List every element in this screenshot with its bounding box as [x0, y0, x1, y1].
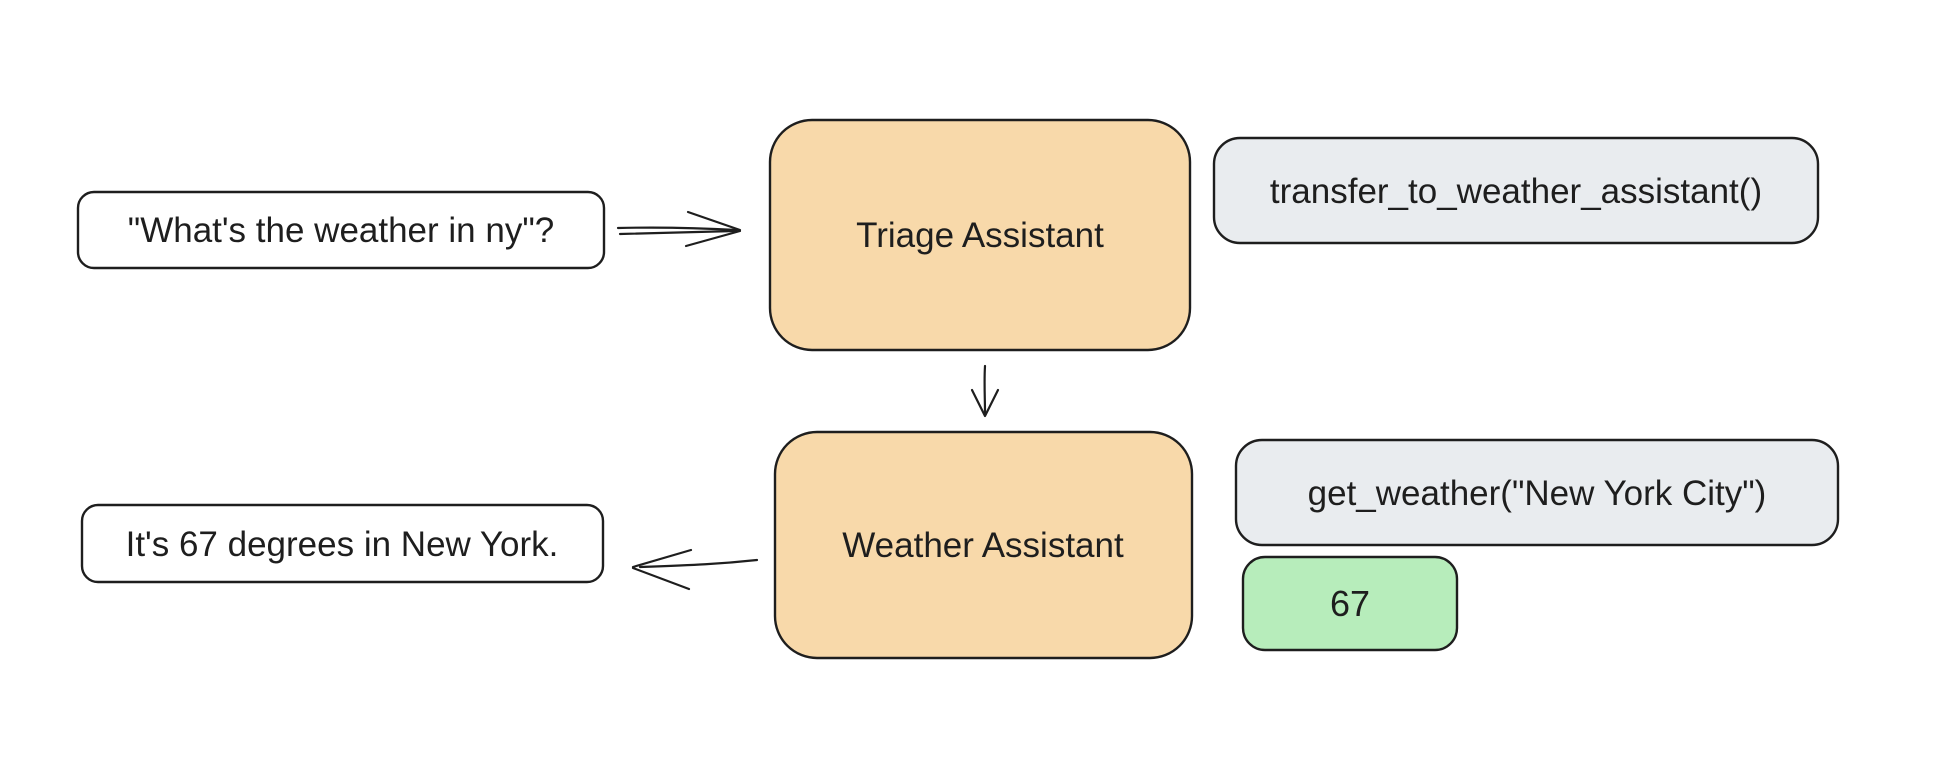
- arrow-user-query-to-triage: [616, 210, 742, 248]
- node-weather-assistant: Weather Assistant: [773, 430, 1194, 660]
- node-tool-result: 67: [1241, 555, 1459, 652]
- tool-call-box: [1212, 136, 1820, 245]
- node-label: Triage Assistant: [856, 216, 1104, 255]
- node-label: It's 67 degrees in New York.: [126, 525, 559, 564]
- arrow-triage-to-weather: [970, 364, 1000, 418]
- node-final-reply: It's 67 degrees in New York.: [80, 503, 605, 584]
- node-label: Weather Assistant: [842, 526, 1124, 565]
- arrowhead-right-icon: [684, 210, 742, 248]
- arrow-shaft: [616, 226, 739, 232]
- assistant-box: [773, 430, 1194, 660]
- message-bubble: [76, 190, 606, 270]
- node-transfer-call: transfer_to_weather_assistant(): [1212, 136, 1820, 245]
- tool-call-box: [1234, 438, 1840, 547]
- node-get-weather-call: get_weather("New York City"): [1234, 438, 1840, 547]
- result-box: [1241, 555, 1459, 652]
- node-label: get_weather("New York City"): [1308, 474, 1767, 513]
- arrowhead-down-icon: [970, 388, 1000, 418]
- arrow-shaft: [638, 558, 759, 569]
- arrow-weather-to-final-reply: [631, 548, 759, 591]
- node-label: 67: [1330, 583, 1370, 624]
- node-label: "What's the weather in ny"?: [128, 211, 554, 250]
- node-user-query: "What's the weather in ny"?: [76, 190, 606, 270]
- arrowhead-left-icon: [631, 548, 693, 591]
- node-label: transfer_to_weather_assistant(): [1270, 172, 1762, 211]
- node-triage-assistant: Triage Assistant: [768, 118, 1192, 352]
- arrow-shaft-double: [618, 229, 737, 236]
- assistant-box: [768, 118, 1192, 352]
- message-bubble: [80, 503, 605, 584]
